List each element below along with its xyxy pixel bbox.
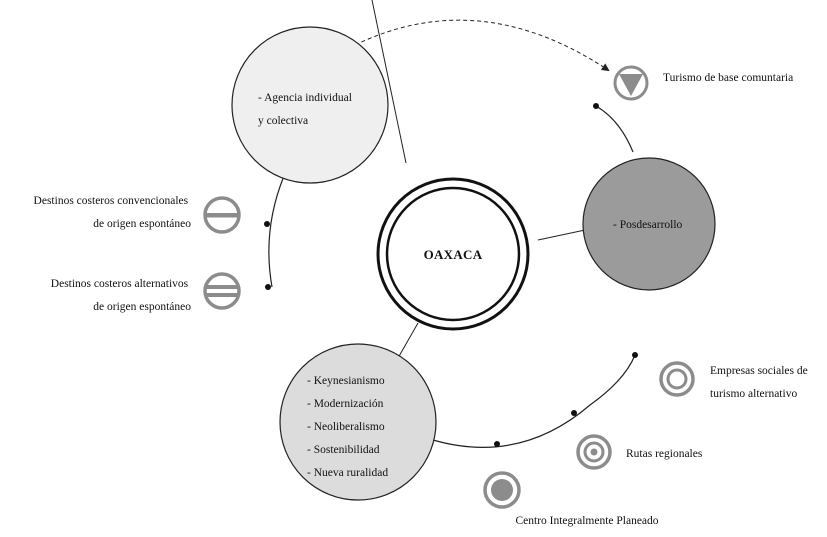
modelos-label: - Keynesianismo - Modernización - Neolib… bbox=[307, 375, 388, 479]
connector-modelos bbox=[397, 322, 419, 359]
dot-alternativos bbox=[265, 284, 271, 290]
agencia-label: - Agencia individual y colectiva bbox=[258, 92, 355, 127]
arc-posdesarrollo bbox=[595, 105, 634, 153]
dot-rutas bbox=[571, 410, 577, 416]
centro-integral-label: Centro Integralmente Planeado bbox=[515, 515, 658, 527]
posdesarrollo-node bbox=[582, 157, 716, 291]
arc-left bbox=[268, 175, 285, 288]
dot-turismo bbox=[593, 103, 599, 109]
rutas-regionales-label: Rutas regionales bbox=[626, 448, 703, 460]
connector-agencia bbox=[371, 0, 407, 164]
costeros-convencionales-label: Destinos costeros convencionales de orig… bbox=[34, 195, 192, 230]
circle-two-bars-icon bbox=[203, 272, 241, 310]
modelos-node bbox=[279, 343, 437, 501]
agencia-node bbox=[231, 26, 389, 184]
posdesarrollo-label: - Posdesarrollo bbox=[613, 219, 683, 231]
center-node-inner bbox=[385, 186, 521, 322]
triangle-down-in-circle-icon bbox=[613, 65, 649, 101]
connector-posdesarrollo bbox=[537, 229, 586, 241]
empresas-sociales-label: Empresas sociales de turismo alternativo bbox=[710, 365, 811, 400]
dot-centro bbox=[494, 441, 500, 447]
dot-convencionales bbox=[264, 221, 270, 227]
arc-bottom bbox=[432, 354, 636, 448]
dashed-arrow bbox=[354, 19, 610, 72]
double-ring-icon bbox=[659, 361, 695, 397]
filled-circle-ring-icon bbox=[483, 471, 521, 509]
circle-one-bar-icon bbox=[203, 196, 241, 234]
center-title: OAXACA bbox=[424, 247, 483, 262]
turismo-base-label: Turismo de base comuntaria bbox=[663, 72, 793, 84]
dot-empresas bbox=[632, 352, 638, 358]
target-icon bbox=[576, 434, 612, 470]
costeros-alternativos-label: Destinos costeros alternativos de origen… bbox=[51, 278, 191, 313]
